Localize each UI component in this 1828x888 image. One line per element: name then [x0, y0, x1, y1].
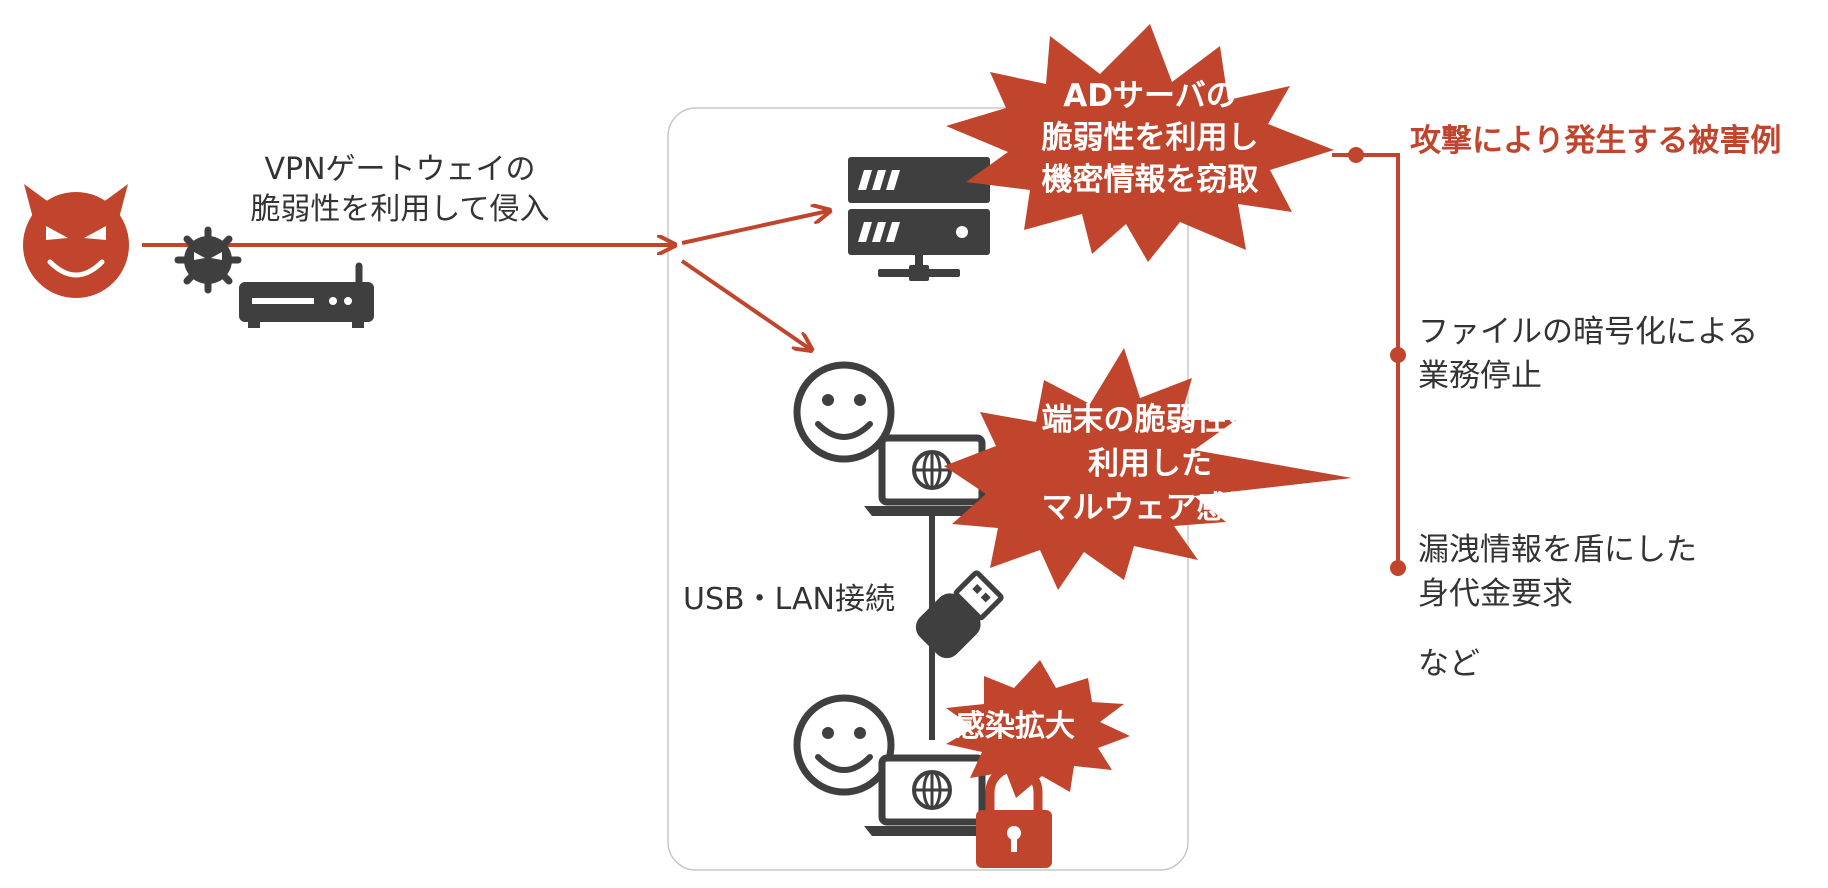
damage-title: 攻撃により発生する被害例: [1410, 123, 1782, 159]
arrow-to-terminal: [680, 259, 810, 349]
devil-face-icon: [23, 184, 129, 298]
burst-terminal-text: 端末の脆弱性を 利用した マルウェア感染: [1041, 402, 1259, 526]
arrow-to-server: [681, 211, 828, 245]
vpn-intrusion-label: VPNゲートウェイの 脆弱性を利用して侵入: [250, 152, 550, 227]
smiley-user-icon: [793, 694, 895, 796]
damage-item: 漏洩情報を盾にした 身代金要求: [1418, 532, 1697, 612]
burst-ad-server: [946, 24, 1334, 262]
damage-item: ファイルの暗号化による 業務停止: [1418, 314, 1759, 394]
laptop-globe-icon: [864, 754, 1000, 836]
usb-lan-label: USB・LAN接続: [683, 582, 895, 617]
usb-plug-icon: [915, 570, 1004, 659]
burst-spread: [946, 660, 1130, 798]
vpn-gateway-icon: [239, 262, 374, 328]
burst-ad-server-text: ADサーバの 脆弱性を利用し 機密情報を窃取: [1041, 78, 1259, 198]
burst-spread-text: 感染拡大: [955, 709, 1075, 744]
burst-terminal: [944, 348, 1352, 590]
timeline-dot-2: [1390, 560, 1406, 576]
virus-icon: [174, 226, 242, 294]
timeline-dot-start: [1348, 147, 1364, 163]
smiley-user-icon: [793, 361, 895, 463]
server-icon: [848, 157, 990, 281]
damage-timeline: [1356, 153, 1400, 568]
timeline-dot-1: [1390, 347, 1406, 363]
padlock-icon: [976, 763, 1052, 868]
damage-etc: など: [1418, 646, 1480, 682]
